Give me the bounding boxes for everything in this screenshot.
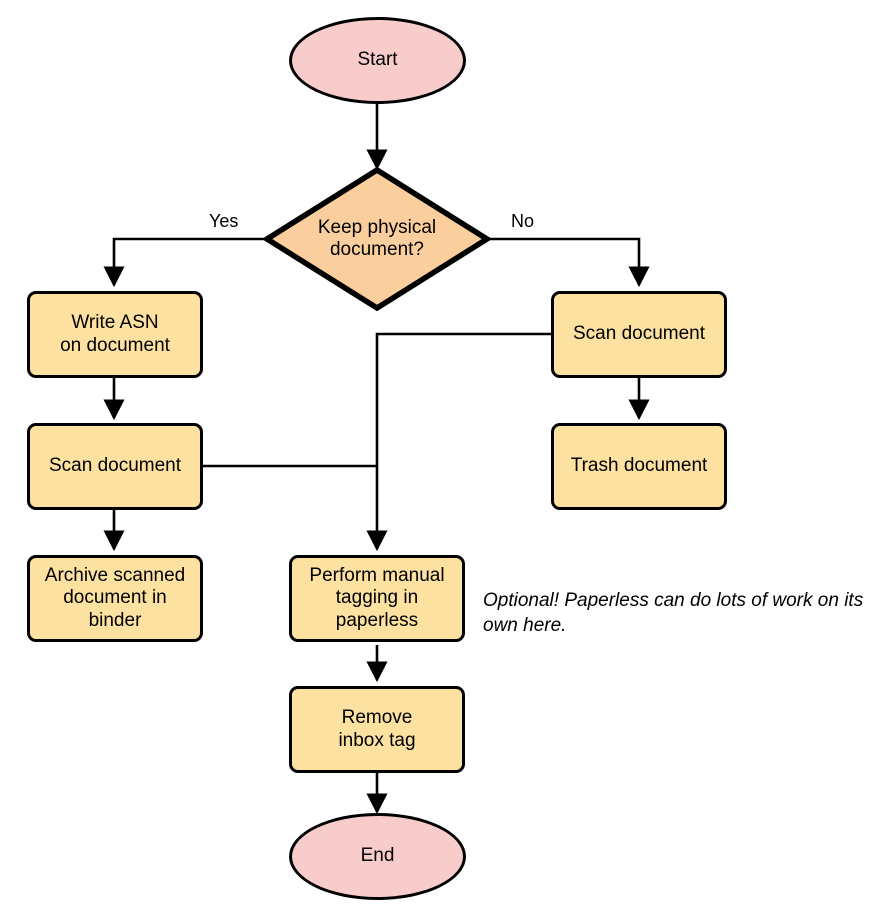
node-archive-scanned-document[interactable]: Archive scanned document in binder [27, 555, 203, 642]
node-scan-document-right-label: Scan document [572, 323, 706, 345]
decision-diamond-shape [264, 167, 490, 311]
edge-scan-right-to-tagging [366, 332, 551, 552]
node-scan-document-left[interactable]: Scan document [27, 423, 203, 510]
node-decision-keep-physical-document[interactable]: Keep physical document? [264, 167, 490, 311]
edge-decision-to-scan-right [489, 237, 650, 288]
node-remove-inbox-tag[interactable]: Remove inbox tag [289, 686, 465, 773]
node-scan-document-right[interactable]: Scan document [551, 291, 727, 378]
node-trash-document[interactable]: Trash document [551, 423, 727, 510]
node-scan-document-left-label: Scan document [48, 455, 182, 477]
node-tagging-label: Perform manual tagging in paperless [309, 564, 445, 631]
node-end[interactable]: End [289, 813, 466, 900]
node-trash-document-label: Trash document [570, 455, 708, 477]
annotation-optional-note: Optional! Paperless can do lots of work … [483, 590, 864, 636]
node-write-asn-label: Write ASN on document [60, 312, 170, 356]
node-write-asn-on-document[interactable]: Write ASN on document [27, 291, 203, 378]
edge-decision-to-write-asn [103, 237, 265, 288]
edge-label-yes: Yes [209, 211, 239, 231]
edge-label-no: No [511, 211, 535, 231]
node-decision-label: Keep physical document? [317, 216, 437, 260]
node-remove-inbox-tag-label: Remove inbox tag [338, 707, 416, 751]
node-end-label: End [360, 845, 395, 867]
node-start[interactable]: Start [289, 17, 466, 104]
node-perform-manual-tagging[interactable]: Perform manual tagging in paperless [289, 555, 465, 642]
node-start-label: Start [357, 49, 398, 71]
node-archive-label: Archive scanned document in binder [44, 564, 186, 631]
